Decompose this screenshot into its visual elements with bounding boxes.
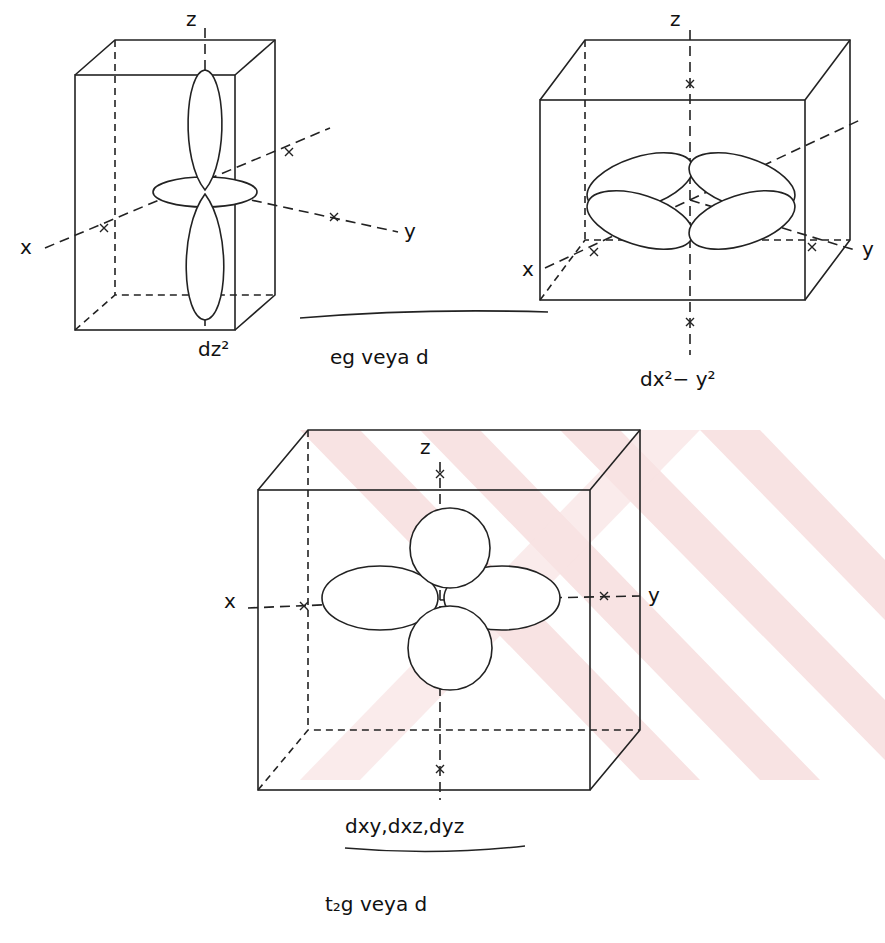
axis-label: y — [862, 238, 874, 260]
orbital-name: dz² — [198, 338, 229, 360]
cube-outline — [540, 40, 850, 300]
dz2-orbital — [153, 70, 257, 320]
cube-outline — [258, 430, 640, 790]
axis-label: x — [224, 590, 236, 612]
orbital-name: dxy,dxz,dyz — [345, 815, 464, 837]
axis-label: y — [648, 584, 660, 606]
axis-label: z — [670, 8, 681, 30]
axis-label: z — [186, 8, 197, 30]
axis-lines — [545, 30, 860, 355]
orbital-name: dx²− y² — [640, 368, 716, 390]
bracket-curve — [300, 311, 548, 318]
bracket-curve — [345, 846, 525, 852]
axis-label: z — [420, 436, 431, 458]
orbital-group: t₂g veya d — [325, 893, 427, 915]
watermark — [300, 430, 885, 780]
axis-label: x — [20, 236, 32, 258]
cube-outline — [75, 40, 275, 330]
axis-lines — [248, 462, 640, 800]
axis-ticks — [100, 80, 816, 773]
t2g-orbital — [322, 508, 560, 690]
axis-label: x — [522, 258, 534, 280]
dx2-y2-orbital — [580, 141, 802, 261]
orbital-group: eg veya d — [330, 346, 429, 368]
axis-lines — [45, 28, 398, 330]
axis-label: y — [404, 220, 416, 242]
